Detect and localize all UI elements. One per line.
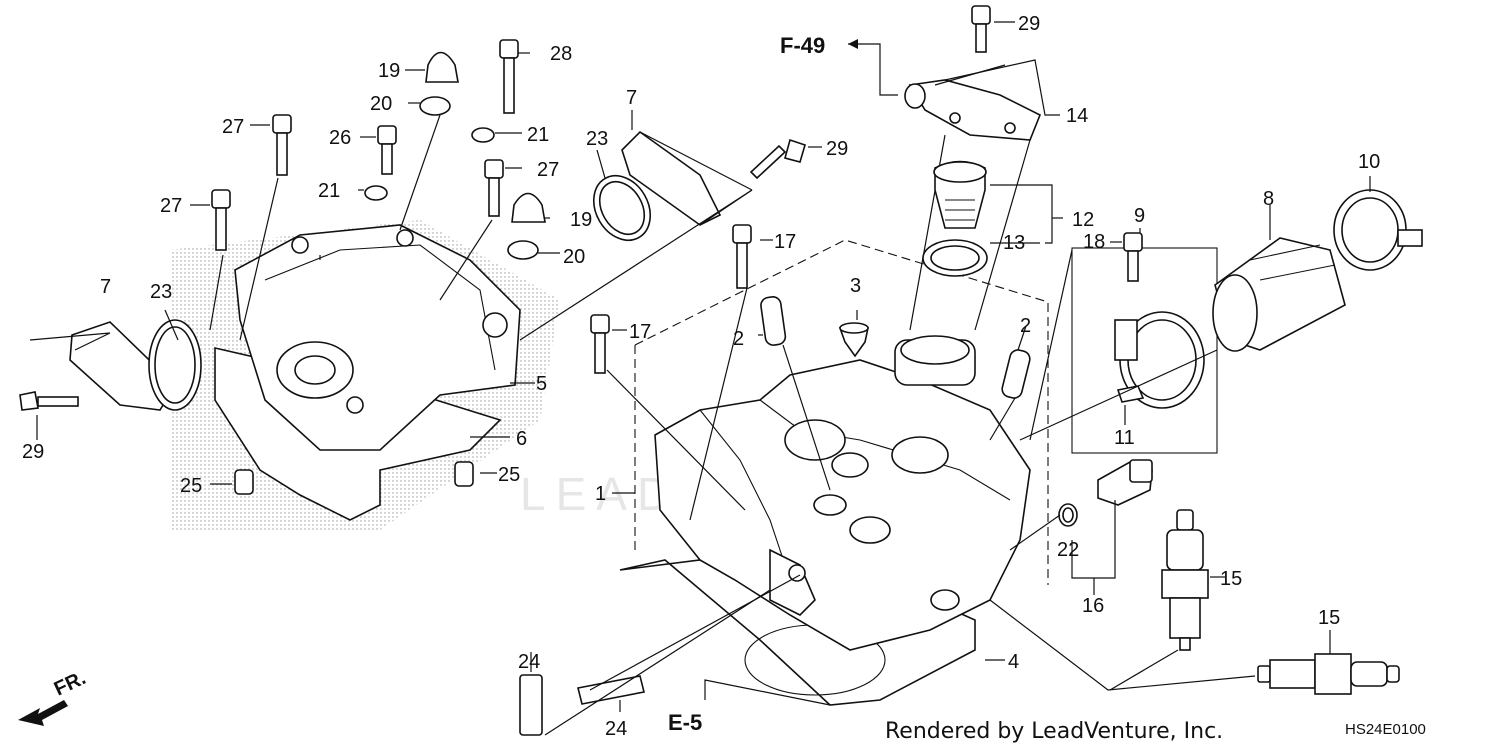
callout-part-19-2[interactable]: 19 xyxy=(570,209,592,231)
callout-part-8[interactable]: 8 xyxy=(1263,188,1274,210)
callout-part-27[interactable]: 27 xyxy=(222,116,244,138)
side-cap-left xyxy=(69,321,177,411)
callout-part-10[interactable]: 10 xyxy=(1358,151,1380,173)
callout-part-15-2[interactable]: 15 xyxy=(1318,607,1340,629)
dowel-pin-left xyxy=(234,469,254,495)
callout-part-29-3[interactable]: 29 xyxy=(22,441,44,463)
ref-e5[interactable]: E-5 xyxy=(668,710,702,735)
cap-nut-19b xyxy=(511,192,546,223)
front-direction-label: FR. xyxy=(51,667,89,701)
diagram-code: HS24E0100 xyxy=(1345,721,1426,738)
spark-plug-horizontal xyxy=(1257,630,1400,695)
callout-part-28[interactable]: 28 xyxy=(550,43,572,65)
washer-21a xyxy=(471,127,495,143)
thermostat-assembly xyxy=(848,5,1063,331)
dowel-pin-right xyxy=(454,461,474,487)
callout-part-25-2[interactable]: 25 xyxy=(498,464,520,486)
callout-part-7[interactable]: 7 xyxy=(100,276,111,298)
callout-part-20-2[interactable]: 20 xyxy=(563,246,585,268)
callout-part-2-2[interactable]: 2 xyxy=(1020,315,1031,337)
front-direction-arrow: FR. xyxy=(18,667,89,726)
bolt-29-left xyxy=(19,391,39,411)
washer-20b xyxy=(507,240,539,260)
callout-part-29-2[interactable]: 29 xyxy=(826,138,848,160)
bolt-17b xyxy=(590,314,610,334)
callout-part-3[interactable]: 3 xyxy=(850,275,861,297)
callout-part-17-2[interactable]: 17 xyxy=(629,321,651,343)
callout-part-5[interactable]: 5 xyxy=(536,373,547,395)
bolt-17a xyxy=(732,224,752,244)
side-cap-upper-assembly xyxy=(519,110,822,341)
callout-part-2[interactable]: 2 xyxy=(733,328,744,350)
callout-part-29[interactable]: 29 xyxy=(1018,13,1040,35)
callout-part-26[interactable]: 26 xyxy=(329,127,351,149)
bolt-28 xyxy=(499,39,519,59)
washer-20a xyxy=(419,96,451,116)
callout-part-16[interactable]: 16 xyxy=(1082,595,1104,617)
head-cover-assembly xyxy=(19,39,560,530)
ref-f49[interactable]: F-49 xyxy=(780,33,825,58)
bolt-27b xyxy=(211,189,231,209)
bolt-27a xyxy=(272,114,292,134)
bolt-26 xyxy=(377,125,397,145)
band-nut xyxy=(1116,385,1145,403)
cylinder-head-assembly xyxy=(519,224,1049,736)
bolt-18 xyxy=(1123,232,1143,252)
bolt-29-top xyxy=(971,5,991,25)
callout-part-15[interactable]: 15 xyxy=(1220,568,1242,590)
callout-part-22[interactable]: 22 xyxy=(1057,539,1079,561)
stud-bolt-right xyxy=(577,675,645,705)
bolt-27c xyxy=(484,159,504,179)
callout-part-24[interactable]: 24 xyxy=(518,651,540,673)
callout-part-1[interactable]: 1 xyxy=(595,483,606,505)
callout-part-9[interactable]: 9 xyxy=(1134,205,1145,227)
callout-part-23[interactable]: 23 xyxy=(150,281,172,303)
callout-part-7-2[interactable]: 7 xyxy=(626,87,637,109)
callout-part-19[interactable]: 19 xyxy=(378,60,400,82)
callout-layer: 1223456778910111213141515161717181919202… xyxy=(22,13,1380,740)
callout-part-23-2[interactable]: 23 xyxy=(586,128,608,150)
washer-21b xyxy=(364,185,388,201)
bolt-29-upper xyxy=(784,138,806,163)
callout-part-14[interactable]: 14 xyxy=(1066,105,1088,127)
intake-assembly xyxy=(1019,176,1423,454)
callout-part-18[interactable]: 18 xyxy=(1083,231,1105,253)
callout-part-13[interactable]: 13 xyxy=(1003,232,1025,254)
callout-part-4[interactable]: 4 xyxy=(1008,651,1019,673)
valve-guide-left xyxy=(760,296,787,346)
rendered-by-footer: Rendered by LeadVenture, Inc. xyxy=(885,719,1223,744)
water-outlet-cover xyxy=(908,79,1042,141)
callout-part-11[interactable]: 11 xyxy=(1114,427,1135,449)
callout-part-27-2[interactable]: 27 xyxy=(160,195,182,217)
sensor-and-plugs xyxy=(989,459,1400,695)
callout-part-21-2[interactable]: 21 xyxy=(318,180,340,202)
valve-guide-right xyxy=(1001,349,1031,399)
callout-part-17[interactable]: 17 xyxy=(774,231,796,253)
callout-part-21[interactable]: 21 xyxy=(527,124,549,146)
callout-part-12[interactable]: 12 xyxy=(1072,209,1094,231)
cap-nut-19a xyxy=(425,51,459,83)
stud-bolt-left xyxy=(519,674,543,736)
spark-plug-vertical xyxy=(1161,509,1225,651)
callout-part-27-3[interactable]: 27 xyxy=(537,159,559,181)
callout-part-25[interactable]: 25 xyxy=(180,475,202,497)
callout-part-20[interactable]: 20 xyxy=(370,93,392,115)
callout-part-6[interactable]: 6 xyxy=(516,428,527,450)
callout-part-24-2[interactable]: 24 xyxy=(605,718,627,740)
